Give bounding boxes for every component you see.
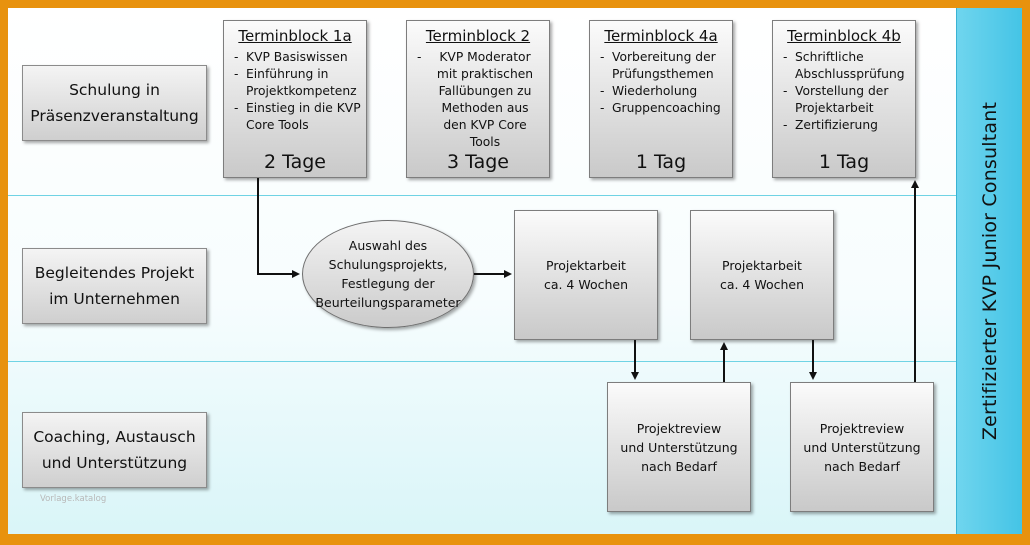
row-label-text: Begleitendes Projekt im Unternehmen: [34, 264, 195, 308]
row-label-schulung: Schulung in Präsenzveranstaltung: [22, 65, 207, 141]
terminblock-items: -Schriftliche Abschlussprüfung -Vorstell…: [783, 49, 915, 134]
list-item: -Wiederholung: [600, 84, 698, 98]
projektarbeit-box-2: Projektarbeit ca. 4 Wochen: [690, 210, 834, 340]
list-item: -Gruppencoaching: [600, 101, 721, 115]
terminblock-duration: 1 Tag: [635, 151, 687, 173]
watermark: Vorlage.katalog: [40, 494, 107, 504]
row-label-coaching: Coaching, Austausch und Unterstützung: [22, 412, 207, 488]
projektarbeit-text: Projektarbeit ca. 4 Wochen: [543, 258, 629, 292]
list-item: -Vorbereitung der Prüfungsthemen: [600, 50, 716, 81]
row-label-text: Coaching, Austausch und Unterstützung: [33, 428, 196, 472]
row-separator: [8, 195, 956, 196]
certificate-band: Zertifizierter KVP Junior Consultant: [956, 8, 1022, 534]
project-selection-ellipse: Auswahl des Schulungsprojekts, Festlegun…: [302, 220, 474, 328]
terminblock-title: Terminblock 2: [425, 27, 531, 45]
list-item: -KVP Basiswissen: [234, 50, 348, 64]
terminblock-title: Terminblock 4a: [604, 27, 718, 45]
list-item: -Zertifizierung: [783, 118, 878, 132]
terminblock-4a: Terminblock 4a -Vorbereitung der Prüfung…: [589, 20, 733, 178]
diagram-canvas: Schulung in Präsenzveranstaltung Begleit…: [8, 8, 1022, 534]
projektreview-box-2: Projektreview und Unterstützung nach Bed…: [790, 382, 934, 512]
list-item: -Vorstellung der Projektarbeit: [783, 84, 889, 115]
terminblock-title: Terminblock 4b: [787, 27, 901, 45]
row-label-projekt: Begleitendes Projekt im Unternehmen: [22, 248, 207, 324]
projektreview-box-1: Projektreview und Unterstützung nach Bed…: [607, 382, 751, 512]
terminblock-duration: 2 Tage: [264, 151, 326, 173]
arrow-tb1a-to-selection: [257, 178, 300, 278]
project-selection-text: Auswahl des Schulungsprojekts, Festlegun…: [315, 238, 461, 310]
list-item: -Schriftliche Abschlussprüfung: [783, 50, 905, 81]
row-label-text: Schulung in Präsenzveranstaltung: [30, 81, 199, 125]
terminblock-title: Terminblock 1a: [238, 27, 352, 45]
projektarbeit-text: Projektarbeit ca. 4 Wochen: [719, 258, 805, 292]
row-separator: [8, 361, 956, 362]
terminblock-items: -KVP Moderator mit praktischen Fallübung…: [417, 49, 549, 151]
terminblock-duration: 3 Tage: [447, 151, 509, 173]
projektarbeit-box-1: Projektarbeit ca. 4 Wochen: [514, 210, 658, 340]
list-item: -KVP Moderator mit praktischen Fallübung…: [417, 50, 534, 149]
terminblock-items: -Vorbereitung der Prüfungsthemen -Wieder…: [600, 49, 732, 117]
terminblock-duration: 1 Tag: [818, 151, 870, 173]
connector-arrows: [257, 178, 919, 382]
terminblock-items: -KVP Basiswissen -Einführung in Projektk…: [234, 49, 366, 134]
certificate-label: Zertifizierter KVP Junior Consultant: [979, 101, 1001, 441]
list-item: -Einführung in Projektkompetenz: [234, 67, 357, 98]
list-item: -Einstieg in die KVP Core Tools: [234, 101, 361, 132]
terminblock-4b: Terminblock 4b -Schriftliche Abschlusspr…: [772, 20, 916, 178]
terminblock-1a: Terminblock 1a -KVP Basiswissen -Einführ…: [223, 20, 367, 178]
projektreview-text: Projektreview und Unterstützung nach Bed…: [803, 420, 921, 474]
terminblock-2: Terminblock 2 -KVP Moderator mit praktis…: [406, 20, 550, 178]
projektreview-text: Projektreview und Unterstützung nach Bed…: [620, 420, 738, 474]
